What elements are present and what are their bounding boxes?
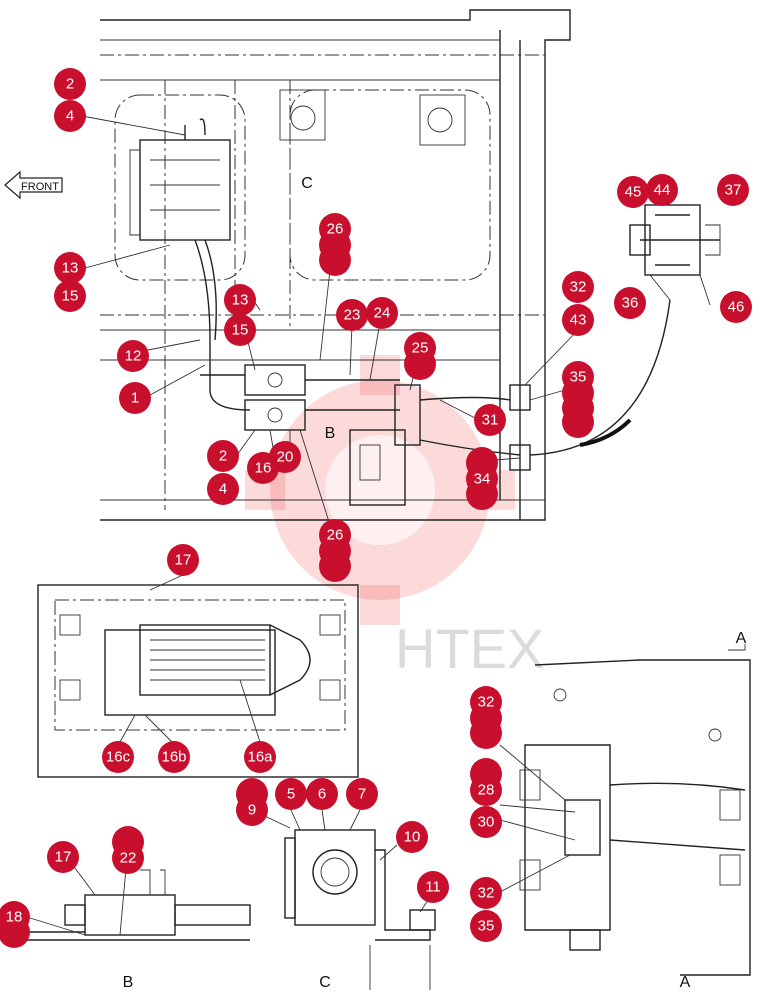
callout-37: 37	[725, 182, 742, 199]
callout-32: 32	[478, 694, 495, 711]
callout-31: 31	[482, 412, 499, 429]
callout-10: 10	[404, 829, 421, 846]
callout-36: 36	[622, 295, 639, 312]
callout-46: 46	[728, 299, 745, 316]
callout-44: 44	[654, 182, 671, 199]
callout-15: 15	[232, 322, 249, 339]
callout-22: 22	[120, 850, 137, 867]
callout-32: 32	[478, 885, 495, 902]
bolt-detail	[629, 204, 721, 306]
callout-4: 4	[66, 108, 74, 125]
callout-16: 16	[255, 460, 272, 477]
callout-7: 7	[358, 786, 366, 803]
callout-45: 45	[625, 184, 642, 201]
callout-9: 9	[248, 802, 256, 819]
callouts: 2 4 13 15 13 15 12 1 2 4 16 20 26 27 30 …	[0, 68, 752, 948]
callout-35: 35	[478, 918, 495, 935]
view-label-c: C	[319, 974, 331, 991]
callout-13: 13	[62, 260, 79, 277]
callout-12: 12	[125, 348, 142, 365]
view-a-drawing	[519, 659, 751, 976]
callout-1: 1	[131, 390, 139, 407]
callout-28: 28	[478, 782, 495, 799]
callout-17: 17	[175, 552, 192, 569]
callout-34: 34	[474, 471, 491, 488]
view-arrow-a	[728, 644, 746, 651]
view-marker-b: B	[325, 425, 336, 442]
callout-16b: 16b	[161, 749, 186, 766]
callout-24: 24	[374, 305, 391, 322]
callout-20: 20	[277, 449, 294, 466]
callout-26: 26	[327, 527, 344, 544]
callout-26: 26	[327, 221, 344, 238]
filter-detail-box	[37, 584, 359, 778]
view-c-drawing	[284, 829, 436, 990]
callout-2: 2	[219, 448, 227, 465]
callout-16a: 16a	[247, 749, 273, 766]
view-marker-a: A	[736, 630, 747, 647]
view-label-b: B	[123, 974, 134, 991]
callout-5: 5	[287, 786, 295, 803]
callout-43: 43	[570, 312, 587, 329]
front-label: FRONT	[21, 181, 59, 193]
callout-16c: 16c	[106, 749, 131, 766]
callout-32: 32	[570, 279, 587, 296]
view-label-a: A	[680, 974, 691, 991]
callout-23: 23	[344, 307, 361, 324]
callout-18: 18	[6, 909, 23, 926]
view-marker-c: C	[301, 175, 313, 192]
main-top-view	[100, 9, 671, 521]
view-b-drawing	[20, 869, 251, 941]
callout-15: 15	[62, 288, 79, 305]
callout-4: 4	[219, 481, 227, 498]
callout-35: 35	[570, 369, 587, 386]
callout-30: 30	[478, 814, 495, 831]
front-arrow: FRONT	[4, 170, 63, 200]
callout-13: 13	[232, 292, 249, 309]
callout-2: 2	[66, 76, 74, 93]
callout-11: 11	[425, 879, 441, 896]
callout-6: 6	[318, 786, 326, 803]
callout-25: 25	[412, 340, 429, 357]
callout-17: 17	[55, 849, 72, 866]
leader-lines	[29, 115, 579, 936]
watermark-text: HTEX	[395, 617, 544, 680]
